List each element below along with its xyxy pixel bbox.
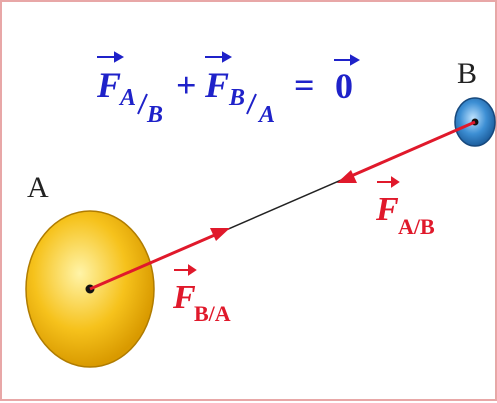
equation-f1-slash bbox=[137, 93, 148, 115]
equation-zero: 0 bbox=[335, 66, 353, 106]
equation-f2-slash bbox=[246, 93, 257, 115]
force-a-b-arrow bbox=[337, 120, 476, 183]
equation-equals: = bbox=[294, 65, 315, 105]
force-b-a-arrowhead-icon bbox=[210, 228, 230, 241]
force-b-a-arrow bbox=[89, 228, 230, 291]
force-a-b-arrowhead-icon bbox=[337, 170, 357, 183]
force-b-a-label: F B/A bbox=[172, 264, 231, 326]
force-a-b-label: F A/B bbox=[375, 176, 435, 239]
body-a-label: A bbox=[27, 171, 49, 204]
force-b-a-symbol: F bbox=[172, 279, 196, 316]
force-b-a-subscript: B/A bbox=[194, 301, 231, 326]
equation-f2-subscript-bottom: A bbox=[257, 102, 275, 128]
body-b-label: B bbox=[457, 57, 477, 90]
body-b: B bbox=[454, 57, 496, 147]
equation-f1-subscript-bottom: B bbox=[146, 102, 163, 128]
equation-f2-arrow-icon bbox=[205, 51, 233, 63]
equation-zero-arrow-icon bbox=[334, 54, 361, 66]
equation-plus: + bbox=[176, 65, 197, 105]
equation-f1-symbol: F bbox=[96, 65, 121, 105]
equation-f1-arrow-icon bbox=[97, 51, 125, 63]
equation-f1-subscript-top: A bbox=[118, 85, 136, 111]
equation-f2-symbol: F bbox=[204, 65, 229, 105]
equation: F A B + F B A = 0 bbox=[96, 51, 361, 128]
force-b-a-vector-arrow-icon bbox=[174, 264, 197, 276]
force-a-b-subscript: A/B bbox=[398, 214, 435, 239]
force-a-b-vector-arrow-icon bbox=[377, 176, 400, 188]
force-a-b-symbol: F bbox=[375, 191, 399, 228]
equation-f2-subscript-top: B bbox=[228, 85, 245, 111]
